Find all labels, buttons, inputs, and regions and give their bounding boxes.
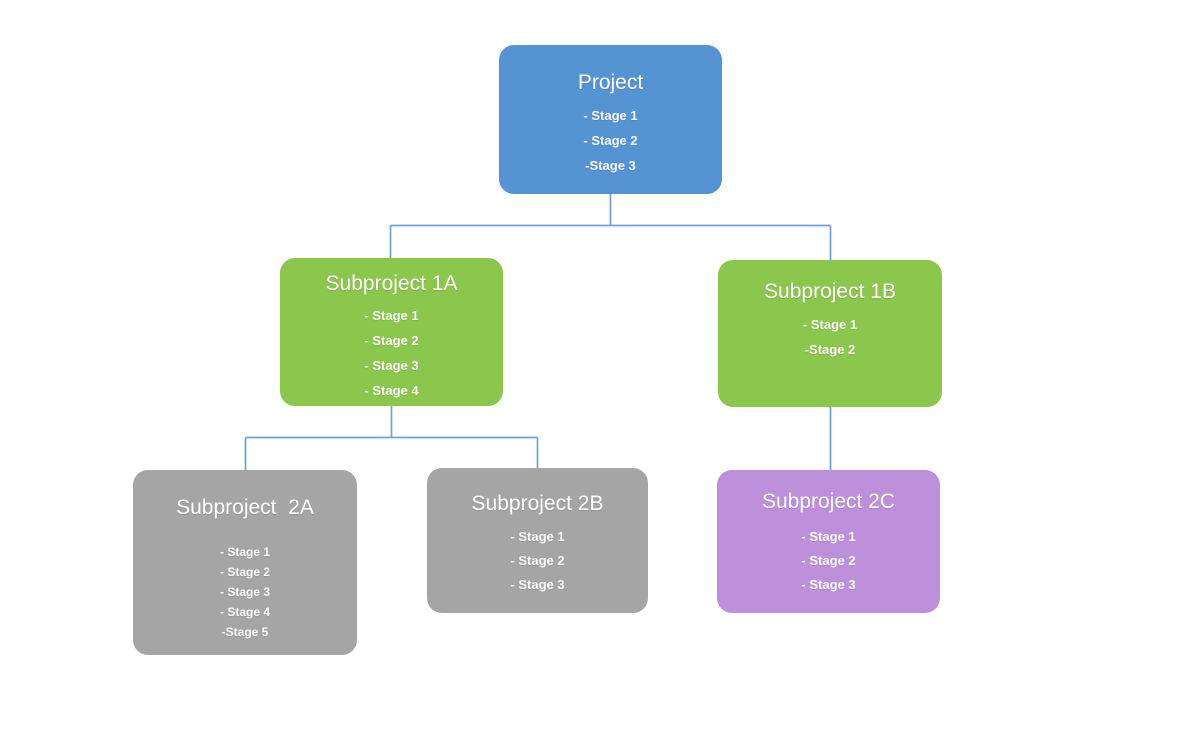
stage-item: - Stage 1 — [510, 529, 565, 544]
stage-item: -Stage 2 — [804, 342, 856, 357]
stage-item: -Stage 3 — [585, 158, 636, 173]
stage-item: - Stage 3 — [801, 577, 856, 592]
node-title: Subproject 2A — [176, 496, 314, 519]
node-title: Subproject 1A — [325, 272, 458, 295]
stage-item: - Stage 3 — [510, 577, 565, 592]
stage-item: - Stage 4 — [219, 605, 270, 619]
stage-list: - Stage 1 - Stage 2 - Stage 3 — [427, 525, 648, 597]
stage-list: - Stage 1 -Stage 2 — [718, 312, 942, 362]
node-title: Subproject 1B — [764, 280, 896, 303]
stage-item: - Stage 2 — [583, 133, 638, 148]
edge-project-children — [389, 194, 832, 260]
stage-item: - Stage 2 — [364, 333, 419, 348]
stage-list: - Stage 1 - Stage 2 - Stage 3 — [717, 525, 940, 597]
stage-item: - Stage 1 — [802, 317, 858, 332]
edge-sub1a-children — [244, 406, 539, 470]
stage-item: - Stage 3 — [219, 585, 270, 599]
stage-item: - Stage 2 — [510, 553, 565, 568]
node-subproject-1b: Subproject 1B - Stage 1 -Stage 2 — [718, 260, 942, 407]
node-title: Subproject 2B — [471, 492, 604, 515]
node-subproject-2a: Subproject 2A - Stage 1 - Stage 2 - Stag… — [133, 470, 357, 655]
stage-item: - Stage 3 — [364, 358, 419, 373]
stage-list: - Stage 1 - Stage 2 - Stage 3 - Stage 4 — [280, 303, 503, 403]
stage-list: - Stage 1 - Stage 2 -Stage 3 — [499, 103, 722, 178]
stage-item: - Stage 1 — [583, 108, 638, 123]
stage-item: - Stage 1 — [219, 545, 270, 559]
stage-item: - Stage 2 — [801, 553, 856, 568]
stage-item: -Stage 5 — [221, 625, 269, 639]
node-subproject-1a: Subproject 1A - Stage 1 - Stage 2 - Stag… — [280, 258, 503, 406]
stage-item: - Stage 2 — [219, 565, 270, 579]
node-title: Project — [577, 71, 644, 94]
node-title: Subproject 2C — [761, 490, 896, 513]
node-subproject-2c: Subproject 2C - Stage 1 - Stage 2 - Stag… — [717, 470, 940, 613]
node-subproject-2b: Subproject 2B - Stage 1 - Stage 2 - Stag… — [427, 468, 648, 613]
stage-item: - Stage 1 — [801, 529, 856, 544]
stage-list: - Stage 1 - Stage 2 - Stage 3 - Stage 4 … — [133, 542, 357, 642]
stage-item: - Stage 1 — [364, 308, 419, 323]
stage-item: - Stage 4 — [364, 383, 419, 398]
node-project: Project - Stage 1 - Stage 2 -Stage 3 — [499, 45, 722, 194]
